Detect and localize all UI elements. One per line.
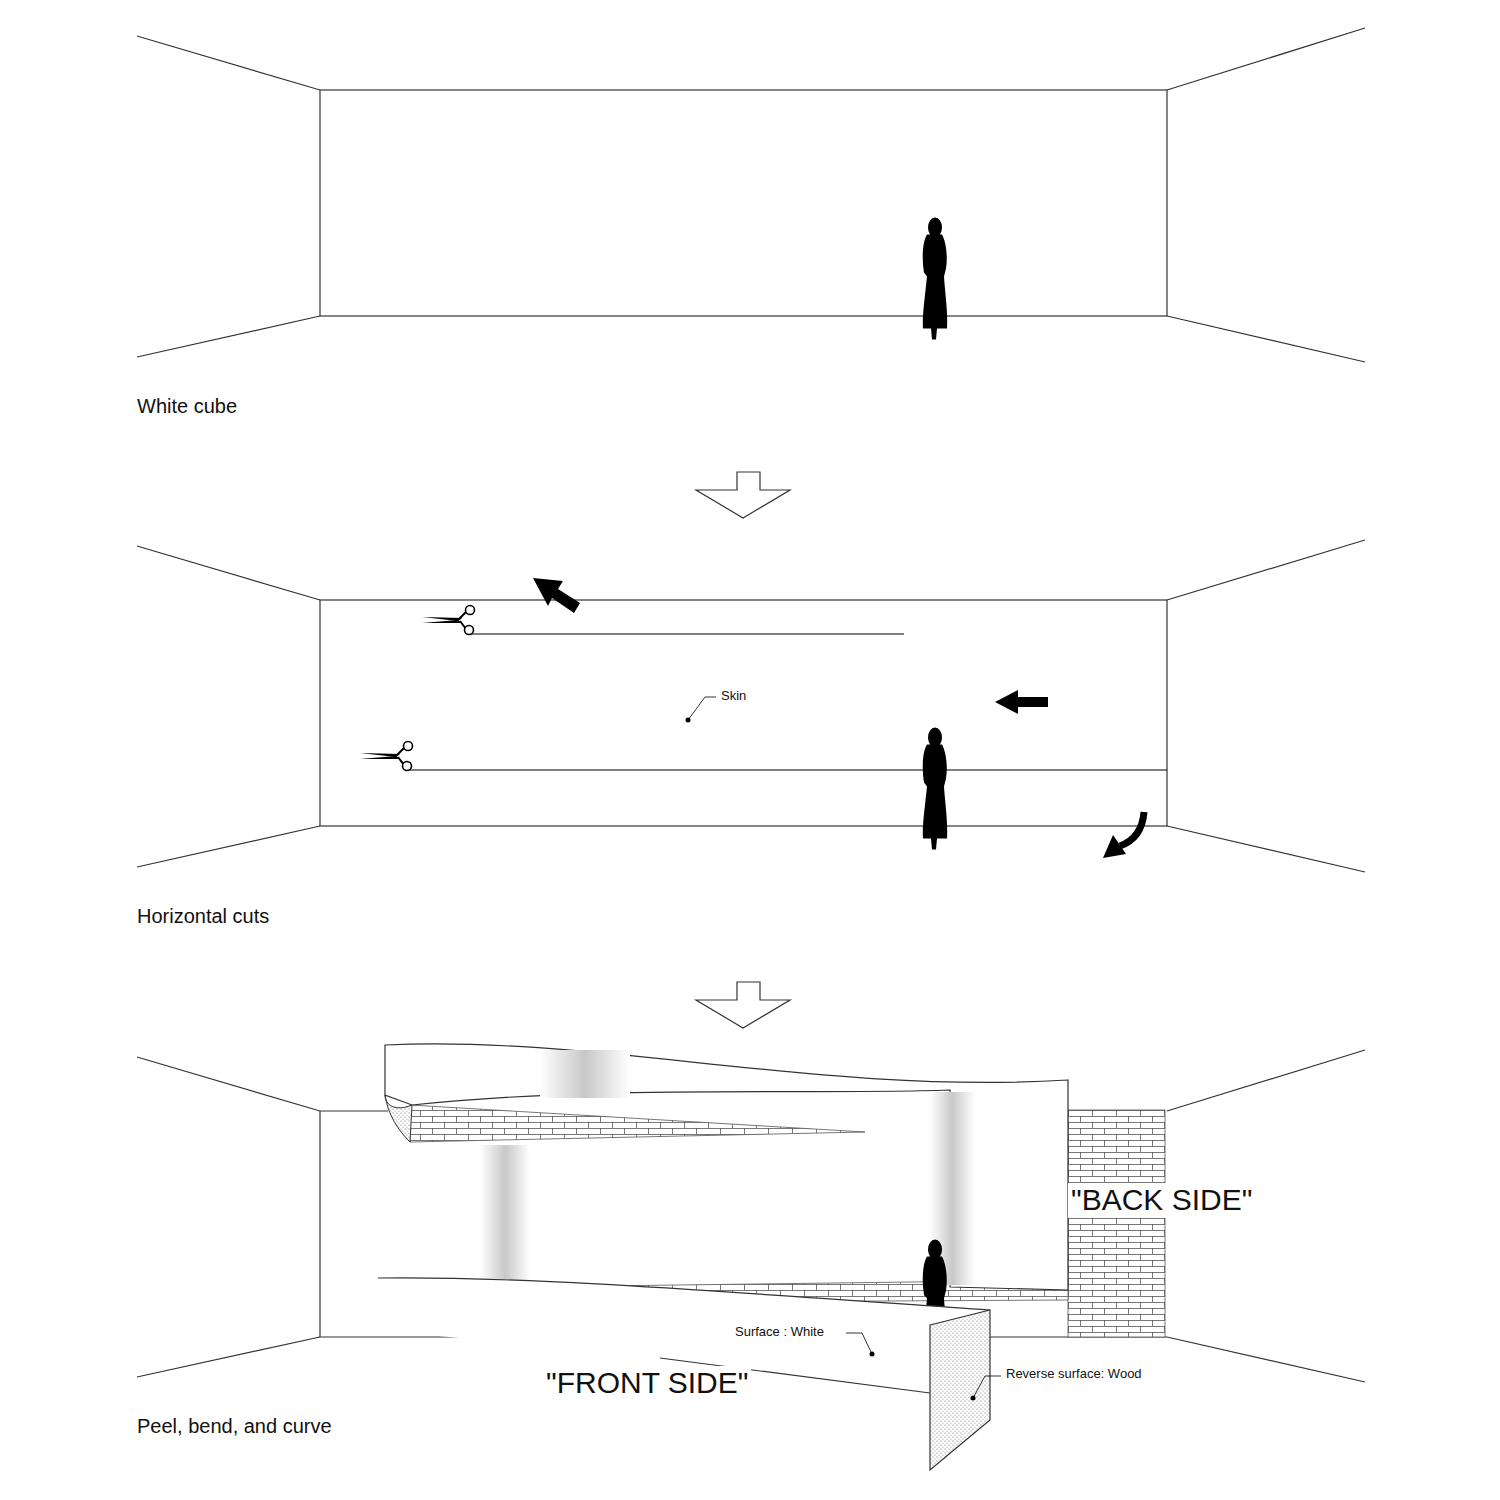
step-arrow (696, 472, 790, 518)
side-label: "BACK SIDE" (1068, 1183, 1255, 1218)
direction-arrow (1103, 835, 1126, 858)
panel-caption: Peel, bend, and curve (137, 1415, 332, 1438)
cut-room (137, 540, 1365, 872)
brick-wall (1068, 1110, 1165, 1337)
direction-arrow (995, 690, 1048, 714)
leader-dot (870, 1352, 875, 1357)
scissors-icon (422, 606, 475, 635)
callout-label: Surface : White (732, 1325, 827, 1340)
leader-line (846, 1333, 872, 1354)
wood-curl (385, 1095, 412, 1142)
panel-caption: White cube (137, 395, 237, 418)
shading (480, 1145, 530, 1283)
brick-wall (410, 1105, 865, 1142)
leader-dot (686, 718, 691, 723)
person-silhouette (923, 728, 947, 850)
upper-skin (385, 1044, 1068, 1290)
white-cube-room (137, 28, 1365, 362)
step-arrow (696, 982, 790, 1028)
scissors-icon (360, 742, 413, 771)
person-silhouette (923, 218, 947, 340)
leader-line (688, 697, 716, 720)
side-label: "FRONT SIDE" (543, 1366, 751, 1401)
callout-label: Skin (718, 689, 749, 704)
callout-label: Reverse surface: Wood (1003, 1367, 1145, 1382)
direction-arrow (533, 578, 580, 613)
leader-dot (971, 1396, 976, 1401)
panel-caption: Horizontal cuts (137, 905, 269, 928)
shading (540, 1050, 630, 1098)
wood-panel (930, 1310, 990, 1470)
leader-line (973, 1376, 1001, 1398)
direction-arrow (1120, 812, 1144, 846)
peeled-room (137, 1050, 1365, 1382)
